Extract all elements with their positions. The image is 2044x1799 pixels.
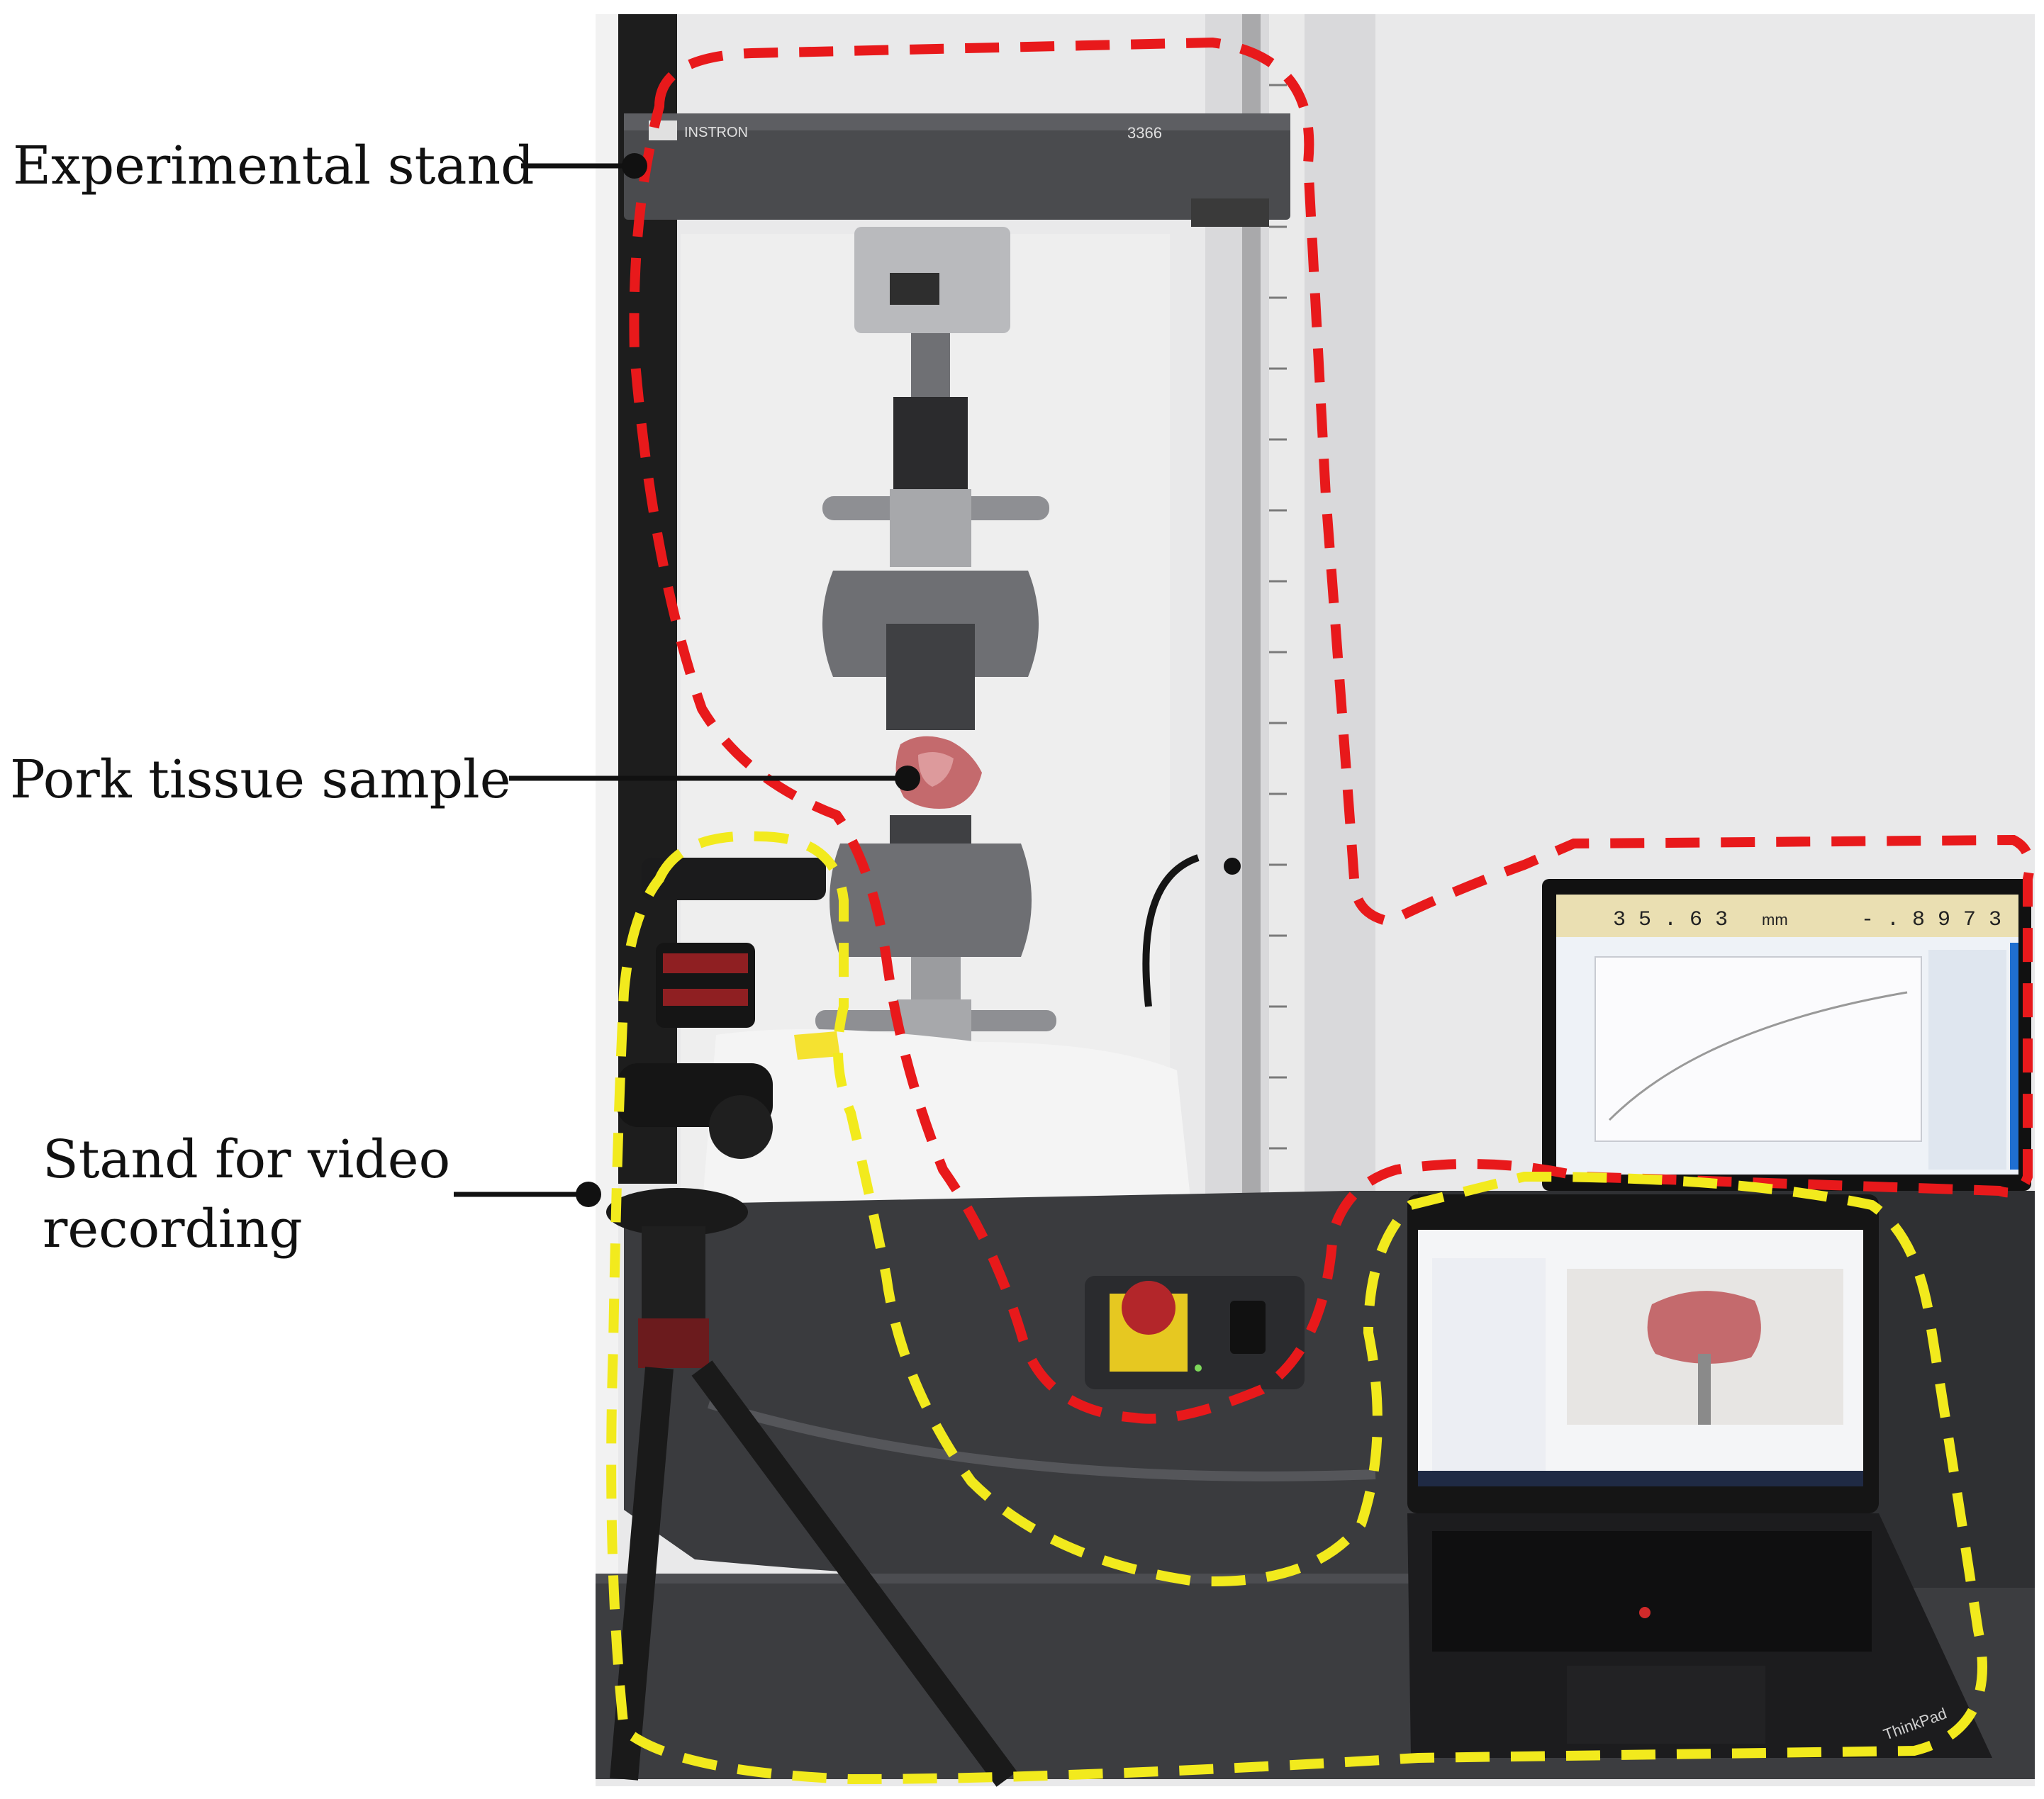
- upper-adapter: [893, 397, 968, 489]
- tripod-red-collar: [638, 1318, 709, 1368]
- monitor-readout-bar: [1556, 895, 2018, 937]
- monitor-readout-left: 3 5 . 6 3: [1613, 908, 1728, 932]
- camera-light-bar: [642, 858, 826, 900]
- crosshead-bracket: [1191, 198, 1269, 227]
- tripod-leg-right: [691, 1360, 1017, 1787]
- label-stand-video-line1: Stand for video: [43, 1129, 451, 1190]
- machine-brand: INSTRON: [684, 125, 748, 140]
- column-knob: [1224, 858, 1241, 875]
- tripod-column: [642, 1226, 705, 1318]
- ruler-ticks: [1269, 84, 1287, 1150]
- load-cell-logo-icon: [890, 273, 939, 305]
- laptop-touchpad: [1567, 1666, 1765, 1744]
- monitor-plot-area: [1595, 956, 1922, 1142]
- label-pork-tissue-sample: Pork tissue sample: [10, 749, 511, 810]
- label-stand-video-line2: recording: [43, 1199, 303, 1260]
- callout-experimental-stand: [521, 153, 647, 179]
- monitor-readout-right: - . 8 9 7 3: [1861, 908, 2001, 932]
- laptop-trackpoint: [1639, 1607, 1651, 1618]
- lower-wedge-grip: [830, 844, 1032, 957]
- laptop-video-rod: [1698, 1354, 1711, 1425]
- laptop-sidebar: [1432, 1258, 1546, 1471]
- panel-led: [1195, 1364, 1202, 1372]
- crosshead-top: [624, 113, 1290, 130]
- machine-model: 3366: [1127, 124, 1162, 142]
- camera-red-ring: [663, 953, 748, 973]
- yellow-dashed-outline-camera: [606, 831, 1987, 1785]
- tape-strip: [794, 1031, 840, 1060]
- upper-rod: [911, 333, 950, 397]
- tripod-knob: [709, 1095, 773, 1159]
- laptop-video-tissue: [1647, 1291, 1761, 1364]
- laptop-taskbar: [1418, 1471, 1863, 1486]
- crosshead-beam: [624, 113, 1290, 220]
- camera-red-ring-2: [663, 989, 748, 1006]
- emergency-stop-button: [1122, 1281, 1175, 1335]
- laptop-keyboard: [1432, 1531, 1872, 1652]
- tripod-head: [606, 1188, 748, 1236]
- monitor-plot-curve: [1608, 991, 1908, 1121]
- monitor-side-panel: [1928, 950, 2006, 1170]
- upper-collar: [890, 489, 971, 567]
- upper-grip-jaw: [886, 624, 975, 730]
- base-curve-highlight: [707, 1399, 1376, 1481]
- lower-collar: [911, 957, 961, 999]
- pork-tissue-highlight: [918, 752, 954, 787]
- left-light-strip: [596, 14, 618, 1772]
- monitor-blue-edge: [2010, 943, 2018, 1170]
- red-dashed-outline-stand: [629, 37, 2035, 1424]
- cable: [1142, 854, 1200, 1007]
- callout-pork-tissue: [509, 766, 920, 791]
- label-experimental-stand: Experimental stand: [13, 135, 535, 196]
- monitor-readout-unit: mm: [1762, 911, 1788, 929]
- tripod-leg-left: [610, 1367, 674, 1781]
- callout-video-stand: [454, 1182, 601, 1207]
- panel-switch: [1230, 1301, 1266, 1354]
